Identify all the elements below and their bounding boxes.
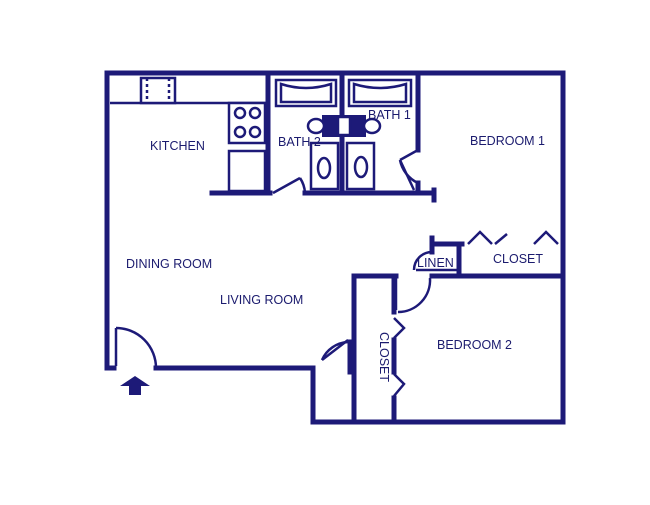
room-labels: KITCHEN BATH 2 BATH 1 BEDROOM 1 DINING R…: [126, 108, 545, 382]
toilet-icon: [309, 141, 340, 191]
toilet-icon: [345, 141, 376, 191]
bedroom1-door[interactable]: [398, 148, 419, 191]
entry-arrow-icon: [120, 376, 150, 395]
label-bedroom-2: BEDROOM 2: [437, 338, 512, 352]
hall-door[interactable]: [320, 339, 349, 361]
bath2-door[interactable]: [272, 176, 307, 195]
label-living-room: LIVING ROOM: [220, 293, 303, 307]
label-bath-1: BATH 1: [368, 108, 411, 122]
front-door[interactable]: [114, 326, 158, 369]
label-closet-bedroom-1: CLOSET: [493, 252, 543, 266]
bathtub-icon: [347, 78, 413, 108]
closet-bifold-door[interactable]: [467, 230, 559, 245]
label-bath-2: BATH 2: [278, 135, 321, 149]
sink-icon: [306, 115, 382, 137]
label-linen: LINEN: [417, 256, 454, 270]
stove-icon: [227, 101, 267, 145]
closet-bifold-door[interactable]: [393, 317, 406, 397]
kitchen-fixtures: [139, 76, 267, 145]
label-kitchen: KITCHEN: [150, 139, 205, 153]
label-bedroom-1: BEDROOM 1: [470, 134, 545, 148]
linen-door[interactable]: [412, 250, 433, 271]
bathtub-icon: [274, 78, 338, 108]
interior-walls: [110, 70, 566, 425]
doors: [114, 148, 559, 397]
bath-fixtures: [274, 78, 413, 191]
label-closet-hall: CLOSET: [377, 332, 391, 382]
bedroom2-door[interactable]: [394, 277, 432, 314]
label-dining-room: DINING ROOM: [126, 257, 212, 271]
